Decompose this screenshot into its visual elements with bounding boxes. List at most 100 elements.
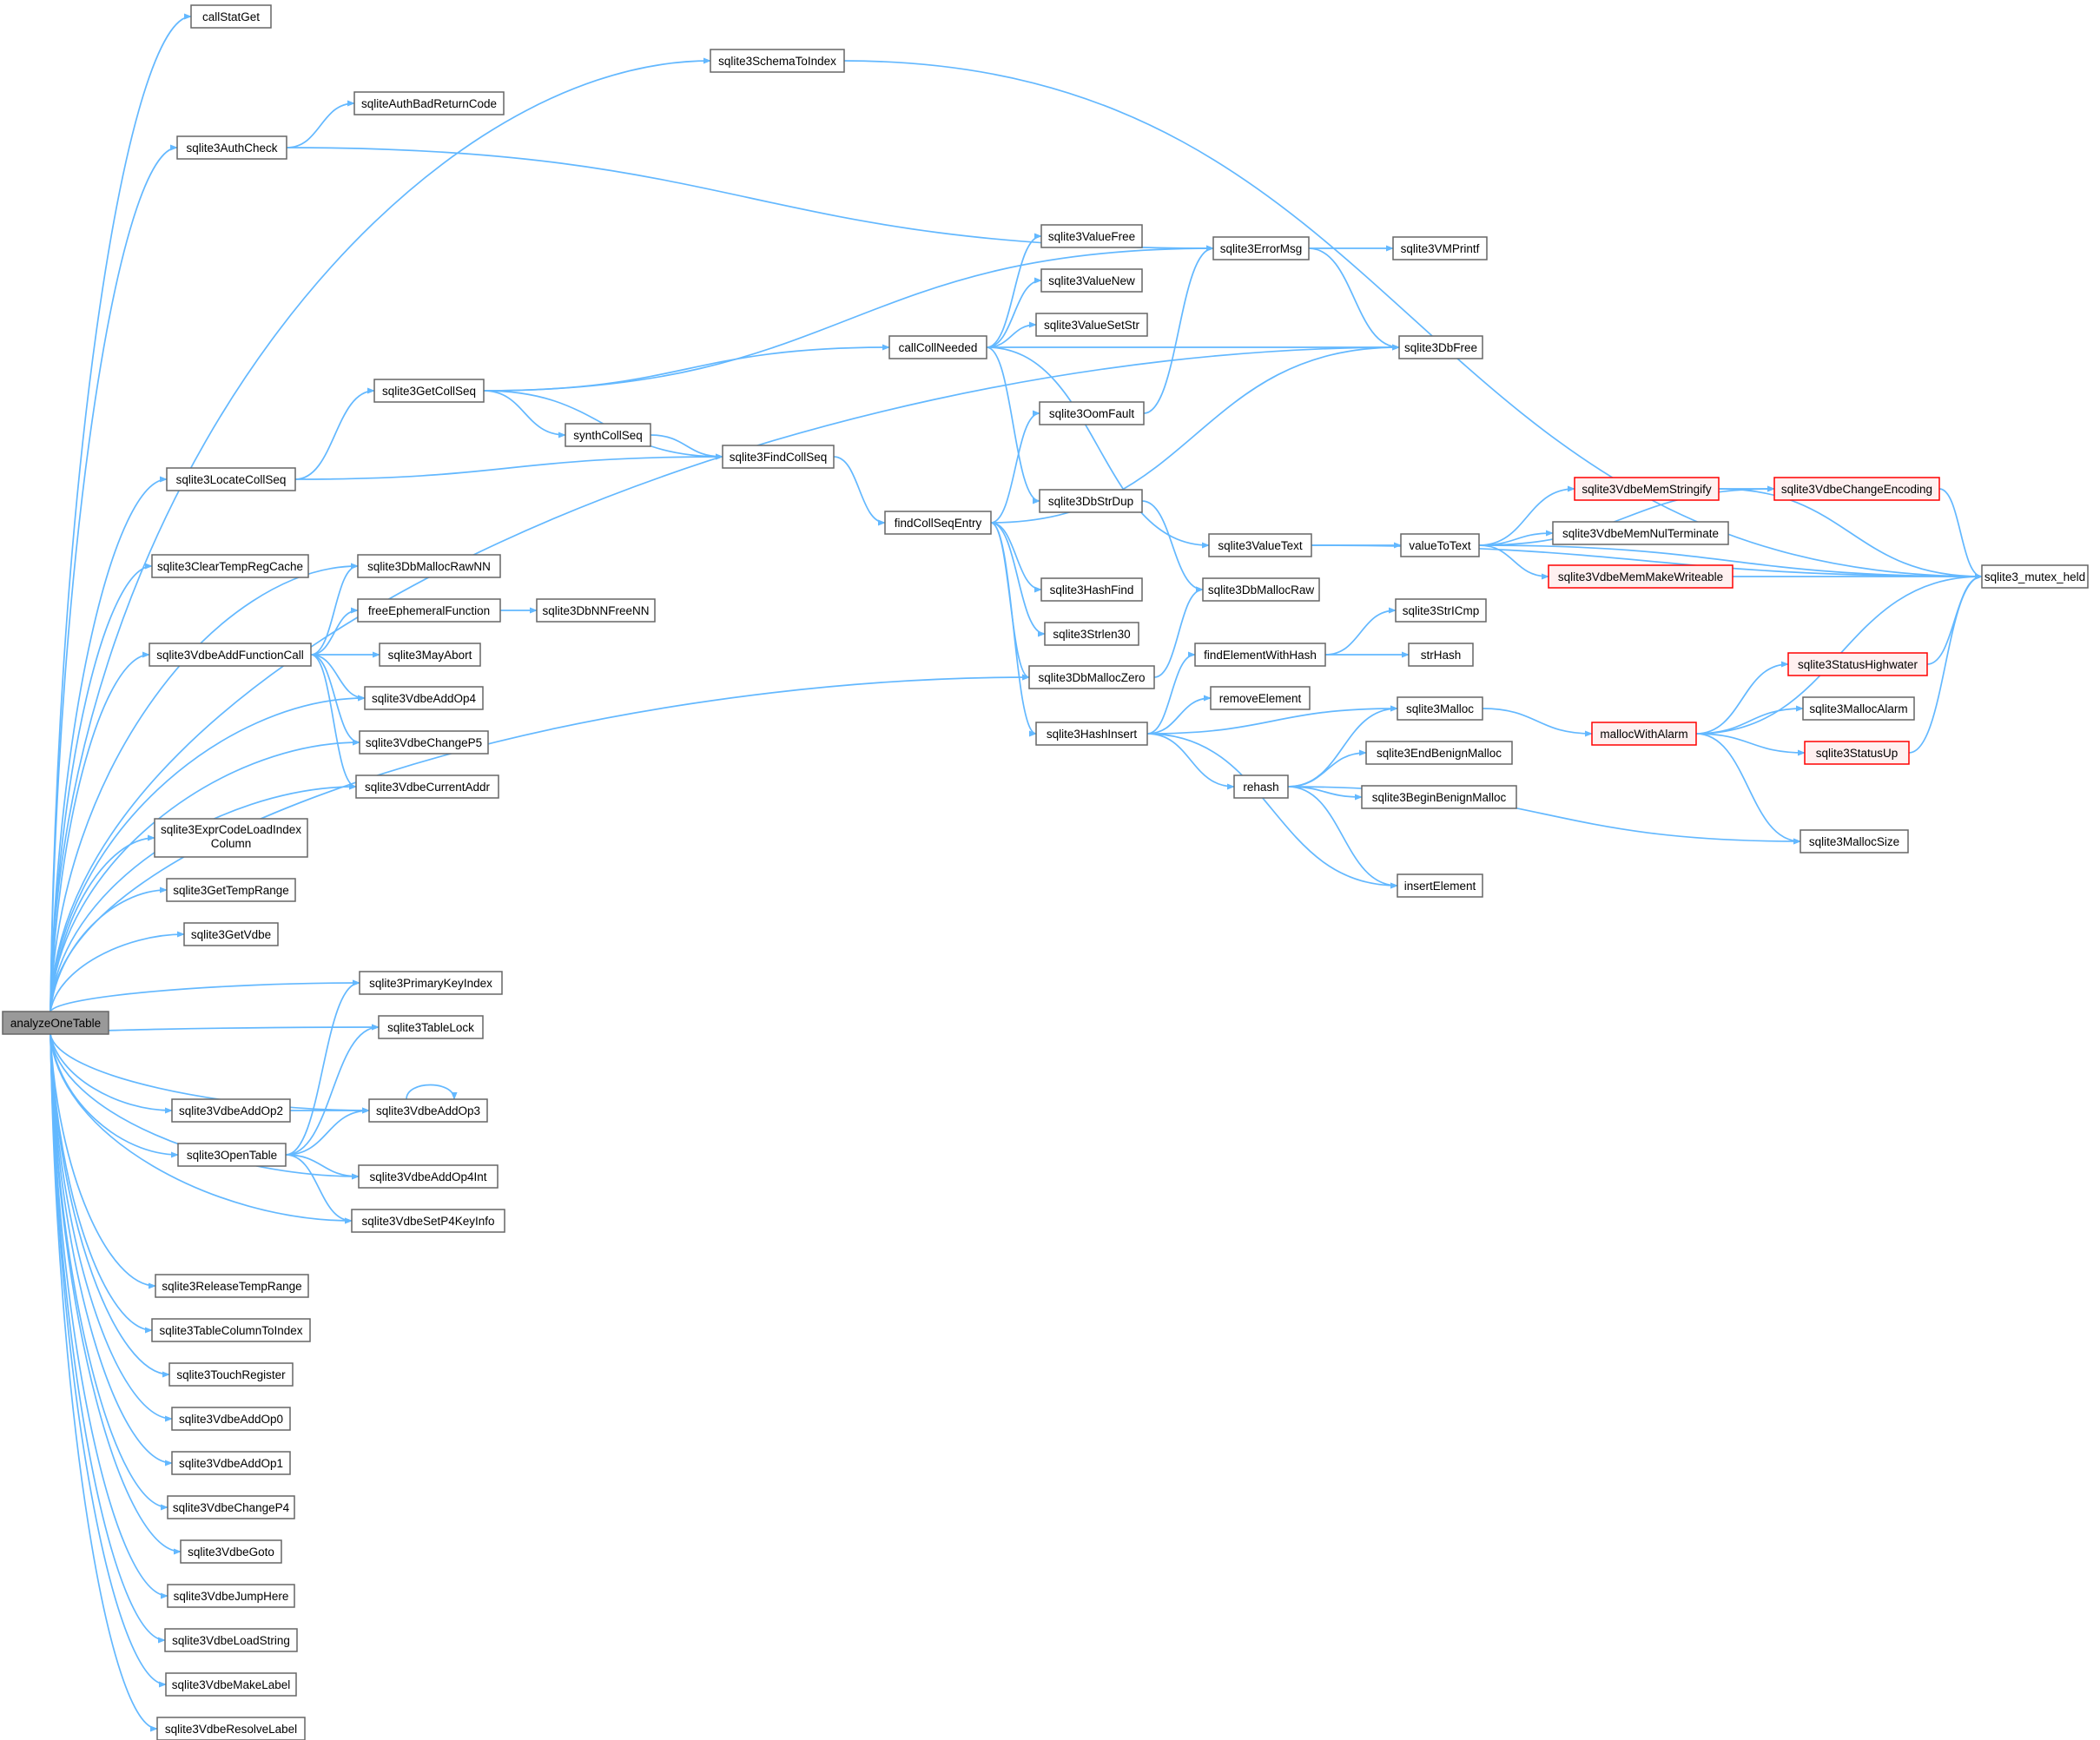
node-sqlite3EndBenignMalloc[interactable]: sqlite3EndBenignMalloc (1365, 741, 1513, 765)
node-sqlite3AuthCheck[interactable]: sqlite3AuthCheck (176, 135, 287, 160)
edge-sqlite3VdbeAddFunctionCall-to-sqlite3VdbeCurrentAddr (310, 654, 357, 790)
node-box (1040, 577, 1143, 602)
node-label: sqlite3DbFree (1404, 341, 1477, 354)
node-label: sqlite3MallocAlarm (1809, 702, 1907, 715)
node-sqlite3ErrorMsg[interactable]: sqlite3ErrorMsg (1212, 236, 1310, 260)
node-sqlite3GetTempRange[interactable]: sqlite3GetTempRange (166, 878, 296, 902)
node-sqlite3OpenTable[interactable]: sqlite3OpenTable (177, 1143, 287, 1167)
edge-sqlite3HashInsert-to-removeElement (1146, 695, 1212, 735)
node-sqlite3DbNNFreeNN[interactable]: sqlite3DbNNFreeNN (536, 598, 656, 623)
node-box (1552, 521, 1729, 545)
node-sqlite3OomFault[interactable]: sqlite3OomFault (1039, 401, 1145, 425)
node-sqlite3ValueText[interactable]: sqlite3ValueText (1208, 533, 1312, 557)
node-sqlite3VdbeChangeEncoding[interactable]: sqlite3VdbeChangeEncoding (1773, 477, 1940, 501)
node-box (1800, 829, 1909, 854)
node-sqlite3DbMallocRaw[interactable]: sqlite3DbMallocRaw (1202, 577, 1320, 602)
node-sqlite3StrICmp[interactable]: sqlite3StrICmp (1395, 598, 1487, 623)
edge-sqlite3LocateCollSeq-to-sqlite3FindCollSeq (294, 453, 723, 480)
node-label: sqlite3DbMallocRaw (1208, 583, 1315, 596)
node-analyzeOneTable[interactable]: analyzeOneTable (2, 1011, 109, 1035)
node-sqlite3FindCollSeq[interactable]: sqlite3FindCollSeq (722, 445, 835, 469)
node-box (357, 598, 501, 623)
node-rehash[interactable]: rehash (1233, 774, 1289, 799)
node-sqlite3DbFree[interactable]: sqlite3DbFree (1398, 335, 1483, 359)
node-callStatGet[interactable]: callStatGet (190, 4, 272, 29)
edge-sqlite3DbStrDup-to-sqlite3DbMallocRaw (1141, 500, 1204, 593)
node-sqlite3TableColumnToIndex[interactable]: sqlite3TableColumnToIndex (151, 1318, 311, 1342)
node-freeEphemeralFunction[interactable]: freeEphemeralFunction (357, 598, 501, 623)
node-sqlite3VdbeChangeP4[interactable]: sqlite3VdbeChangeP4 (167, 1495, 295, 1519)
node-box (1400, 533, 1480, 557)
node-sqlite3VdbeAddOp2[interactable]: sqlite3VdbeAddOp2 (171, 1098, 291, 1123)
node-sqlite3BeginBenignMalloc[interactable]: sqlite3BeginBenignMalloc (1361, 785, 1517, 809)
node-findCollSeqEntry[interactable]: findCollSeqEntry (884, 511, 992, 535)
node-sqlite3DbMallocZero[interactable]: sqlite3DbMallocZero (1028, 665, 1155, 689)
node-sqlite3LocateCollSeq[interactable]: sqlite3LocateCollSeq (166, 467, 296, 491)
node-sqlite3MayAbort[interactable]: sqlite3MayAbort (379, 643, 481, 667)
node-sqlite3ClearTempRegCache[interactable]: sqlite3ClearTempRegCache (151, 554, 309, 578)
edge-valueToText-to-sqlite3VdbeMemMakeWriteable (1478, 544, 1549, 580)
node-sqliteAuthBadReturnCode[interactable]: sqliteAuthBadReturnCode (353, 91, 505, 115)
node-valueToText[interactable]: valueToText (1400, 533, 1480, 557)
node-sqlite3TouchRegister[interactable]: sqlite3TouchRegister (168, 1362, 294, 1387)
node-sqlite3Strlen30[interactable]: sqlite3Strlen30 (1044, 622, 1139, 646)
node-sqlite3ValueNew[interactable]: sqlite3ValueNew (1040, 268, 1143, 293)
node-sqlite3ValueFree[interactable]: sqlite3ValueFree (1040, 224, 1143, 248)
edge-analyzeOneTable-to-sqlite3VdbeAddOp4 (50, 695, 366, 1012)
node-strHash[interactable]: strHash (1408, 643, 1474, 667)
node-sqlite3ValueSetStr[interactable]: sqlite3ValueSetStr (1035, 313, 1148, 337)
node-sqlite3VdbeChangeP5[interactable]: sqlite3VdbeChangeP5 (359, 730, 489, 755)
node-sqlite3VdbeJumpHere[interactable]: sqlite3VdbeJumpHere (167, 1584, 295, 1608)
node-callCollNeeded[interactable]: callCollNeeded (888, 335, 987, 359)
node-sqlite3VdbeMemNulTerminate[interactable]: sqlite3VdbeMemNulTerminate (1552, 521, 1729, 545)
node-sqlite3MallocSize[interactable]: sqlite3MallocSize (1800, 829, 1909, 854)
node-sqlite3VdbeAddOp3[interactable]: sqlite3VdbeAddOp3 (368, 1098, 488, 1123)
node-sqlite3VdbeMemStringify[interactable]: sqlite3VdbeMemStringify (1574, 477, 1720, 501)
node-mallocWithAlarm[interactable]: mallocWithAlarm (1591, 722, 1697, 746)
node-sqlite3VdbeSetP4KeyInfo[interactable]: sqlite3VdbeSetP4KeyInfo (351, 1209, 505, 1233)
node-sqlite3DbStrDup[interactable]: sqlite3DbStrDup (1039, 489, 1143, 513)
node-sqlite3StatusUp[interactable]: sqlite3StatusUp (1804, 741, 1910, 765)
node-sqlite3HashInsert[interactable]: sqlite3HashInsert (1035, 722, 1148, 746)
node-sqlite3GetCollSeq[interactable]: sqlite3GetCollSeq (373, 379, 485, 403)
node-label: strHash (1421, 649, 1462, 662)
node-synthCollSeq[interactable]: synthCollSeq (565, 423, 651, 447)
node-removeElement[interactable]: removeElement (1210, 686, 1311, 710)
node-sqlite3VdbeAddOp1[interactable]: sqlite3VdbeAddOp1 (171, 1451, 291, 1475)
node-sqlite3GetVdbe[interactable]: sqlite3GetVdbe (183, 922, 279, 946)
node-label: sqlite3VdbeAddOp4Int (369, 1170, 486, 1183)
node-label: sqlite3StatusHighwater (1798, 658, 1918, 671)
node-sqlite3VMPrintf[interactable]: sqlite3VMPrintf (1392, 236, 1488, 260)
node-sqlite3VdbeMemMakeWriteable[interactable]: sqlite3VdbeMemMakeWriteable (1548, 564, 1733, 589)
node-sqlite3VdbeAddFunctionCall[interactable]: sqlite3VdbeAddFunctionCall (149, 643, 312, 667)
node-insertElement[interactable]: insertElement (1397, 873, 1483, 898)
node-sqlite3VdbeAddOp0[interactable]: sqlite3VdbeAddOp0 (171, 1407, 291, 1431)
node-sqlite3VdbeLoadString[interactable]: sqlite3VdbeLoadString (164, 1628, 298, 1652)
node-sqlite3VdbeGoto[interactable]: sqlite3VdbeGoto (180, 1539, 282, 1564)
node-sqlite3_mutex_held[interactable]: sqlite3_mutex_held (1981, 564, 2089, 589)
edge-callCollNeeded-to-sqlite3DbStrDup (986, 346, 1040, 504)
node-sqlite3VdbeCurrentAddr[interactable]: sqlite3VdbeCurrentAddr (355, 774, 499, 799)
node-findElementWithHash[interactable]: findElementWithHash (1194, 643, 1326, 667)
node-sqlite3PrimaryKeyIndex[interactable]: sqlite3PrimaryKeyIndex (359, 971, 503, 995)
node-sqlite3DbMallocRawNN[interactable]: sqlite3DbMallocRawNN (357, 554, 501, 578)
node-sqlite3VdbeResolveLabel[interactable]: sqlite3VdbeResolveLabel (156, 1717, 306, 1740)
node-sqlite3VdbeMakeLabel[interactable]: sqlite3VdbeMakeLabel (165, 1672, 297, 1697)
node-sqlite3SchemaToIndex[interactable]: sqlite3SchemaToIndex (710, 49, 845, 73)
node-sqlite3HashFind[interactable]: sqlite3HashFind (1040, 577, 1143, 602)
node-sqlite3MallocAlarm[interactable]: sqlite3MallocAlarm (1802, 696, 1915, 721)
node-box (1044, 622, 1139, 646)
node-sqlite3Malloc[interactable]: sqlite3Malloc (1397, 696, 1483, 721)
node-box (1212, 236, 1310, 260)
node-sqlite3VdbeAddOp4Int[interactable]: sqlite3VdbeAddOp4Int (358, 1164, 499, 1189)
node-sqlite3TableLock[interactable]: sqlite3TableLock (378, 1015, 484, 1039)
node-sqlite3StatusHighwater[interactable]: sqlite3StatusHighwater (1787, 652, 1928, 676)
node-label: sqlite3BeginBenignMalloc (1372, 791, 1507, 804)
node-label: sqlite3VdbeAddFunctionCall (156, 649, 304, 662)
node-sqlite3ReleaseTempRange[interactable]: sqlite3ReleaseTempRange (155, 1274, 309, 1298)
node-label: sqlite3ReleaseTempRange (162, 1280, 301, 1293)
node-sqlite3VdbeAddOp4[interactable]: sqlite3VdbeAddOp4 (364, 686, 484, 710)
node-label: rehash (1243, 781, 1278, 794)
